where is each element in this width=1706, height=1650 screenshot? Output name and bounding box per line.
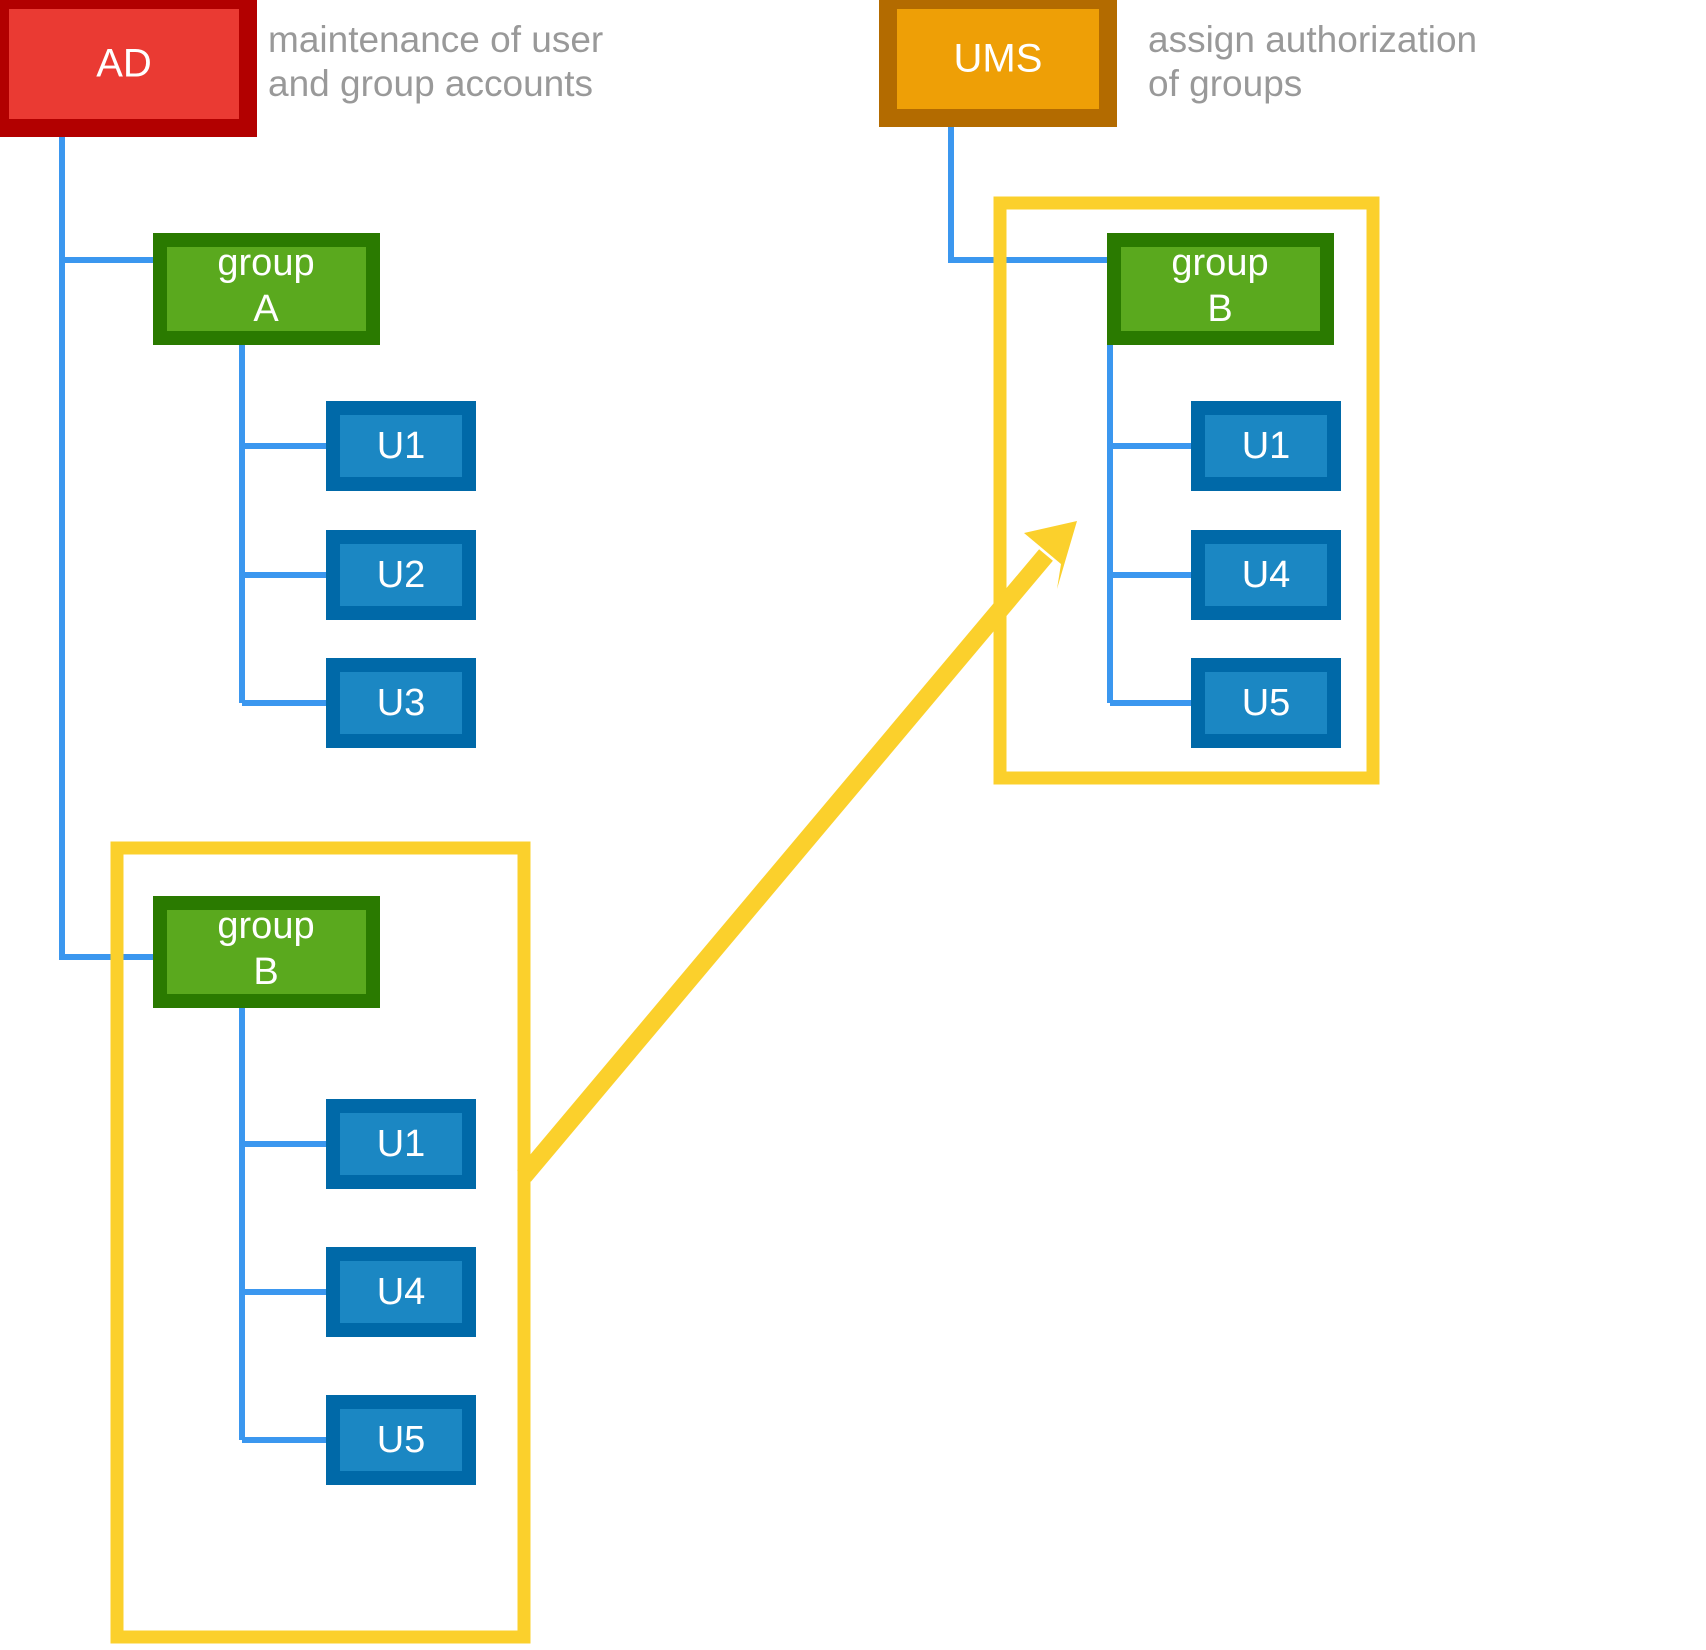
user-node-box[interactable] [326, 658, 476, 748]
user-node-box[interactable] [1191, 530, 1341, 620]
group-sync-arrow-shaft [517, 549, 1053, 1182]
user-node-box[interactable] [326, 1395, 476, 1485]
node-ums-label: UMS [954, 37, 1043, 81]
node-group-a-label-line2: A [253, 288, 279, 330]
caption-ad-line1: maintenance of user [268, 19, 603, 60]
node-ad[interactable]: AD [0, 0, 257, 137]
user-node-group-b-right-u5[interactable]: U5 [1191, 658, 1341, 748]
caption-ad: maintenance of user and group accounts [268, 19, 603, 104]
user-node-box[interactable] [1191, 658, 1341, 748]
connector-ums-to-group-b-right [948, 120, 1120, 263]
node-group-b-left-box[interactable] [153, 896, 380, 1008]
user-node-box[interactable] [326, 1099, 476, 1189]
highlight-box-right-group-b [993, 196, 1380, 785]
user-node-box[interactable] [1191, 401, 1341, 491]
user-node-group-b-left-u1[interactable]: U1 [326, 1099, 476, 1189]
user-node-label: U1 [1242, 425, 1291, 467]
user-node-group-b-left-u5[interactable]: U5 [326, 1395, 476, 1485]
node-group-a-label-line1: group [217, 242, 314, 284]
user-node-box[interactable] [326, 1247, 476, 1337]
caption-ums: assign authorization of groups [1148, 19, 1477, 104]
user-node-group-a-u1[interactable]: U1 [326, 401, 476, 491]
group-sync-arrow-head [1024, 521, 1077, 589]
node-ad-box[interactable] [0, 0, 257, 137]
user-node-group-a-u2[interactable]: U2 [326, 530, 476, 620]
node-group-b-left-label-line1: group [217, 905, 314, 947]
node-group-a-box[interactable] [153, 233, 380, 345]
user-node-box[interactable] [326, 401, 476, 491]
user-node-label: U2 [377, 554, 426, 596]
node-group-b-right-label-line1: group [1171, 242, 1268, 284]
node-ad-label: AD [96, 42, 152, 86]
node-ums[interactable]: UMS [879, 0, 1117, 127]
user-node-label: U4 [377, 1271, 426, 1313]
connector-ad-to-group-a [59, 128, 166, 263]
user-node-label: U5 [377, 1419, 426, 1461]
node-group-a[interactable]: group A [153, 233, 380, 345]
user-node-group-b-left-u4[interactable]: U4 [326, 1247, 476, 1337]
user-node-label: U1 [377, 425, 426, 467]
node-group-b-left-label-line2: B [253, 951, 278, 993]
user-node-group-a-u3[interactable]: U3 [326, 658, 476, 748]
node-ums-box[interactable] [879, 0, 1117, 127]
user-node-label: U3 [377, 682, 426, 724]
caption-ums-line2: of groups [1148, 63, 1302, 104]
group-sync-arrow [517, 521, 1077, 1182]
caption-ad-line2: and group accounts [268, 63, 593, 104]
user-node-label: U5 [1242, 682, 1291, 724]
user-node-group-b-right-u1[interactable]: U1 [1191, 401, 1341, 491]
connector-ad-to-group-b-left [59, 128, 166, 960]
node-group-b-right[interactable]: group B [1107, 233, 1334, 345]
node-group-b-left[interactable]: group B [153, 896, 380, 1008]
user-node-group-b-right-u4[interactable]: U4 [1191, 530, 1341, 620]
node-group-b-right-box[interactable] [1107, 233, 1334, 345]
user-node-box[interactable] [326, 530, 476, 620]
user-node-label: U4 [1242, 554, 1291, 596]
highlight-box-left-group-b [110, 841, 531, 1644]
user-node-label: U1 [377, 1123, 426, 1165]
caption-ums-line1: assign authorization [1148, 19, 1477, 60]
connector-lines [59, 120, 1198, 1443]
node-group-b-right-label-line2: B [1207, 288, 1232, 330]
